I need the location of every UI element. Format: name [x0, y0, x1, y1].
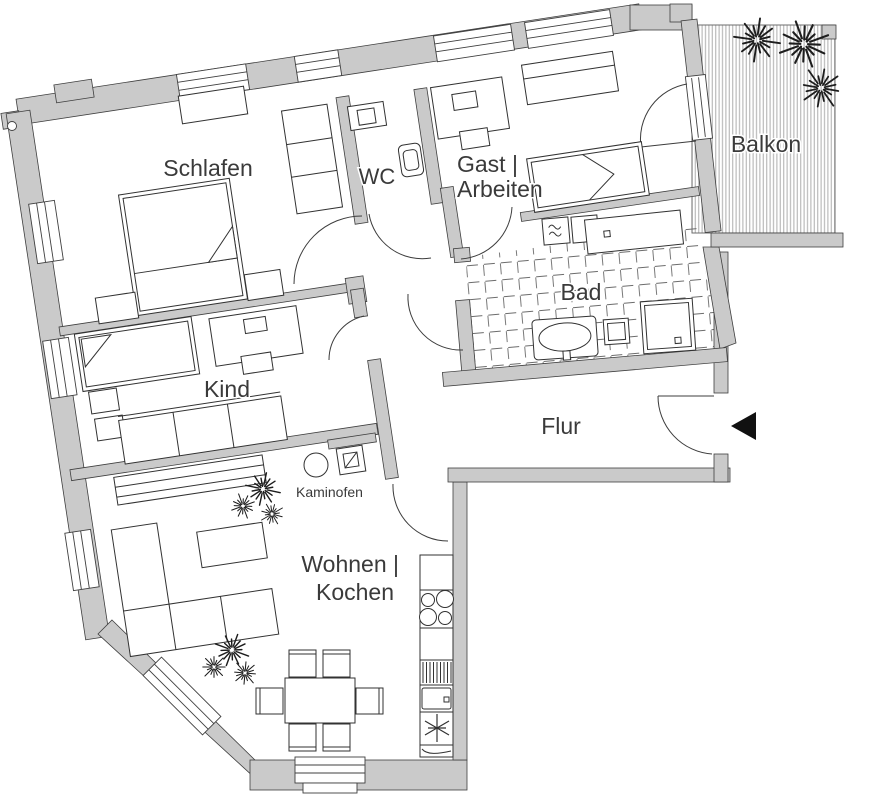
cooktop-burner: [436, 590, 454, 608]
door-arc-kind: [328, 315, 365, 361]
desk: [208, 305, 304, 375]
plants-living: [195, 468, 289, 692]
label-kochen: Kochen: [316, 579, 394, 605]
lowboard: [113, 454, 267, 506]
label-kind: Kind: [204, 376, 250, 402]
cooktop-burner: [419, 608, 437, 626]
wall-notch: [53, 78, 95, 104]
sideboard: [520, 50, 620, 106]
entrance-arrow-icon: [731, 412, 756, 440]
plant-icon: [227, 654, 263, 692]
dining-set: [255, 649, 384, 752]
wall-bad-corner: [452, 246, 472, 264]
bench-sofa: [117, 391, 288, 465]
window-diagonal: [142, 656, 222, 736]
window-wardrobe-top: [293, 49, 343, 83]
doors: [293, 83, 714, 542]
window-schlafen-left: [28, 199, 64, 265]
label-balkon: Balkon: [731, 131, 801, 157]
kitchen-counter: [419, 554, 454, 758]
coffee-table: [196, 521, 268, 569]
wall-flur-right-lower: [713, 453, 729, 483]
stove-icon: [303, 452, 329, 478]
corner-sofa: [110, 522, 280, 658]
single-bed: [73, 315, 201, 393]
wall-flur-bottom: [447, 467, 731, 483]
washbasin: [346, 100, 388, 132]
door-arc-wc: [368, 213, 432, 260]
window-gast-top: [524, 9, 614, 49]
flue-box-icon: [335, 444, 367, 476]
label-gast: Gast |: [457, 151, 518, 177]
wall-wc-left: [335, 95, 369, 225]
label-bad: Bad: [561, 279, 602, 305]
sink: [421, 687, 452, 710]
double-bed: [117, 177, 249, 317]
furniture: [73, 50, 697, 758]
door-arc-entrance: [657, 395, 714, 455]
toilet: [602, 317, 631, 346]
label-kaminofen: Kaminofen: [296, 484, 363, 500]
plant-icon: [195, 648, 233, 686]
bath-counter: [583, 209, 685, 255]
door-arc-bad: [407, 293, 464, 351]
shelf: [87, 387, 121, 415]
downpipe-icon: [7, 121, 17, 131]
nightstand: [243, 268, 285, 302]
guest-bed: [526, 141, 650, 213]
dining-table: [284, 677, 356, 724]
shower: [639, 297, 697, 355]
nightstand: [94, 291, 140, 325]
door-arc-schlafen: [293, 215, 363, 285]
label-arbeiten: Arbeiten: [457, 176, 543, 202]
window-balcony-door: [684, 74, 714, 141]
dish-rack: [422, 662, 452, 683]
label-wc: WC: [359, 164, 396, 189]
window-bottom: [294, 756, 366, 794]
cooktop-burner: [438, 611, 452, 625]
window-wc-top: [432, 23, 516, 63]
wall-kitchen-right: [452, 481, 468, 761]
washing-machine: [541, 216, 571, 246]
room-labels: Schlafen WC Gast | Arbeiten Balkon Bad K…: [162, 130, 803, 607]
door-arc-wohnen: [392, 483, 449, 542]
cooktop-burner: [421, 593, 435, 607]
wall-kind-flur: [367, 358, 399, 480]
label-wohnen: Wohnen |: [301, 551, 399, 577]
sink-star-icon: [424, 714, 450, 742]
wall-stove-nook: [327, 432, 377, 450]
door-arc-gast: [460, 206, 513, 260]
wardrobe: [280, 103, 344, 215]
wall-wc-right: [413, 87, 445, 205]
label-flur: Flur: [541, 413, 581, 439]
wall-bad-bottom: [441, 347, 729, 387]
wall-notch: [669, 3, 693, 23]
door-arc-balcony: [639, 83, 697, 148]
label-schlafen: Schlafen: [163, 155, 253, 181]
toilet: [397, 142, 425, 178]
bathtub: [531, 315, 599, 361]
desk: [429, 76, 511, 151]
wall-balcony-bottom: [710, 232, 844, 248]
window-wohnen-left: [64, 528, 100, 592]
windows: [28, 9, 714, 794]
window-kind-left: [42, 336, 78, 400]
window-sill-shelf: [177, 85, 249, 125]
